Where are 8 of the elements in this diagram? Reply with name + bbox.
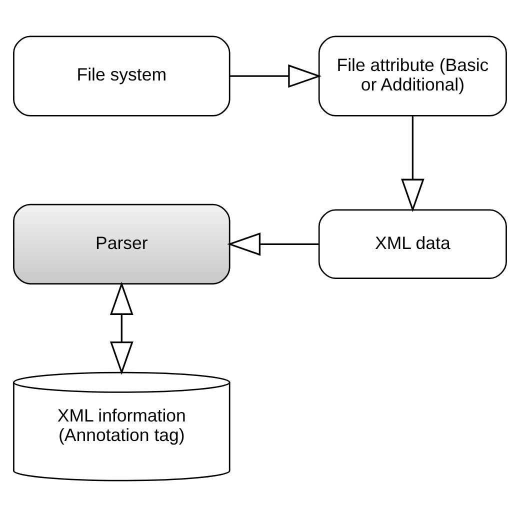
arrow bbox=[230, 64, 322, 88]
node-box: Parser bbox=[13, 204, 230, 284]
arrow bbox=[110, 282, 134, 375]
node-box: File system bbox=[13, 36, 230, 116]
arrow bbox=[227, 232, 320, 256]
node-box: XML data bbox=[318, 209, 507, 279]
node-box: File attribute (Basic or Additional) bbox=[318, 36, 507, 116]
arrow bbox=[401, 116, 424, 212]
